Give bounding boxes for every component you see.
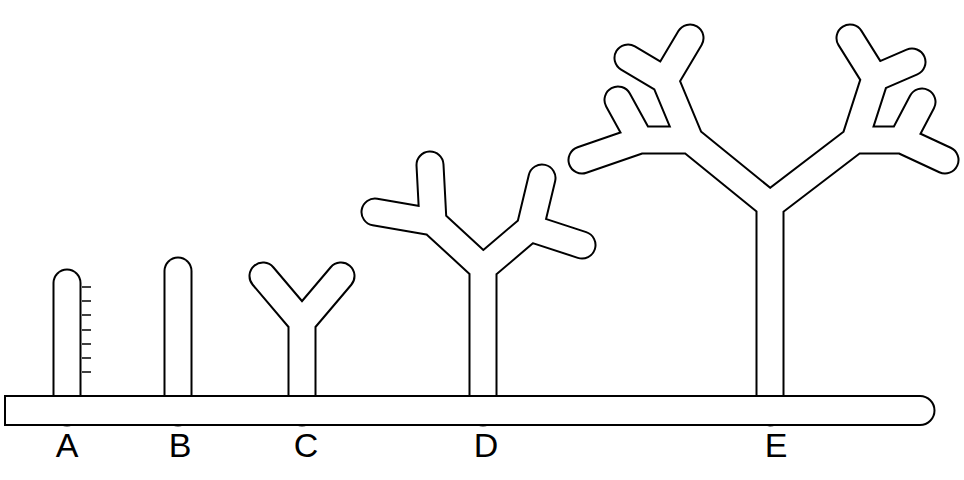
tube-d [375,165,582,412]
tick [82,300,91,302]
tick [82,314,91,316]
part-label: D [474,428,499,462]
part-label: B [169,428,192,462]
tube-c [263,276,341,412]
tube-outlines [67,38,945,412]
tube-a-inner [55,283,80,412]
part-label: C [294,428,319,462]
tick [82,329,91,331]
hair-ticks [82,287,91,372]
tick [82,357,91,359]
tick [82,343,91,345]
tube-interiors [67,38,945,412]
tick [82,371,91,373]
tube-e [582,38,945,412]
part-label: E [765,428,788,462]
tube-c-inner [263,276,341,412]
tick [82,286,91,288]
tube-d-inner [375,165,582,412]
tube-b-inner [166,271,191,412]
tube-e-inner [582,38,945,412]
part-label: A [56,428,79,462]
tube-b [164,271,193,412]
tube-a [53,283,82,412]
main-tube [5,396,934,425]
